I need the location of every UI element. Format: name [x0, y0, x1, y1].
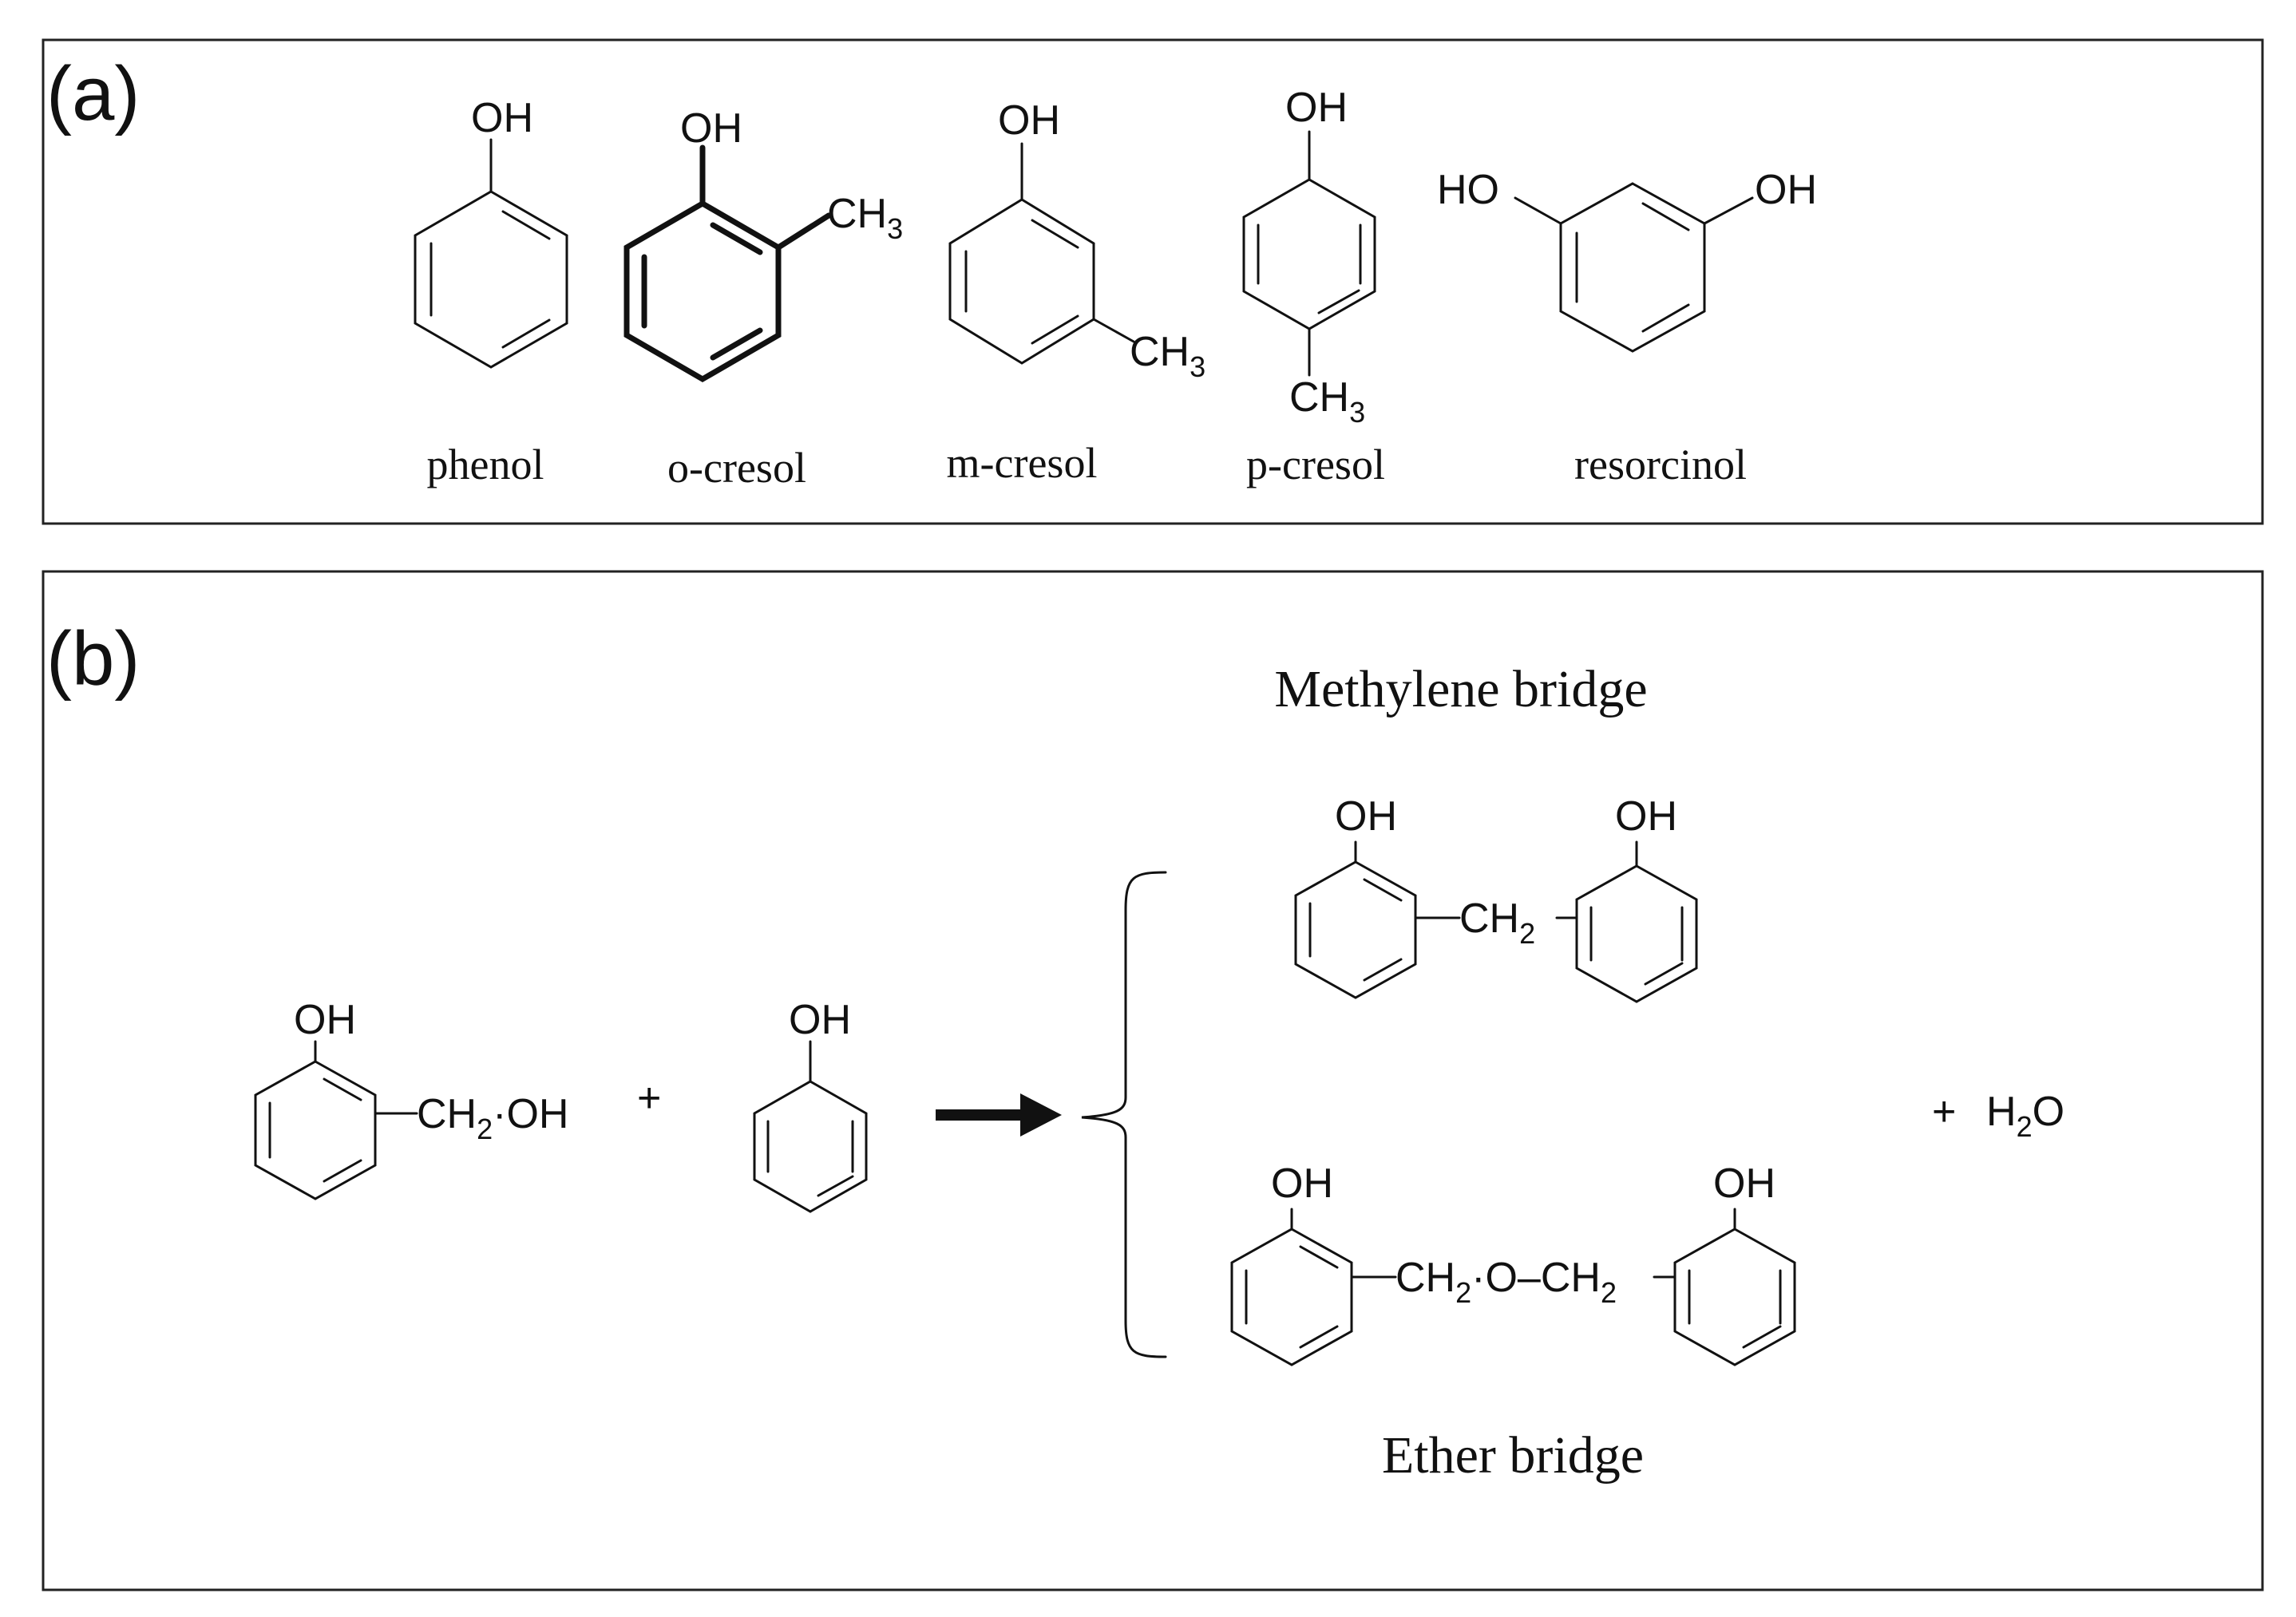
phenol-name: phenol: [427, 441, 544, 488]
panel-a-label: (a): [46, 51, 140, 136]
product-bracket: [1081, 871, 1167, 1358]
o-cresol-structure: OH CH3: [623, 105, 903, 383]
m-cresol-hydroxyl: OH: [998, 97, 1060, 144]
phenol-ring: [414, 190, 568, 369]
panel-b-label: (b): [46, 616, 140, 702]
ether-bridge-group: CH2·O–CH2: [1395, 1255, 1617, 1309]
water-byproduct: H2O: [1986, 1089, 2064, 1143]
m-cresol-methyl: CH3: [1130, 329, 1205, 383]
p-cresol-name: p-cresol: [1246, 441, 1385, 488]
o-cresol-name: o-cresol: [667, 444, 806, 492]
panel-b-frame: [42, 570, 2264, 1591]
ether-left-hydroxyl: OH: [1271, 1160, 1333, 1207]
methylene-bridge-structure: OH CH2 OH: [1294, 793, 1698, 1003]
m-cresol-structure: OH CH3: [948, 97, 1205, 383]
o-cresol-methyl: CH3: [827, 191, 903, 245]
p-cresol-methyl: CH3: [1289, 374, 1365, 429]
methylene-bridge-group: CH2: [1459, 895, 1535, 950]
methylene-right-hydroxyl: OH: [1615, 793, 1677, 840]
methylene-right-ring: [1575, 864, 1698, 1003]
ether-bridge-structure: OH CH2·O–CH2 OH: [1230, 1160, 1796, 1366]
plus-sign-2: +: [1932, 1089, 1956, 1135]
resorcinol-structure: HO OH: [1437, 167, 1817, 353]
methylene-bridge-title: Methylene bridge: [1274, 660, 1647, 718]
ether-right-ring: [1673, 1228, 1796, 1366]
phenol-structure: OH: [414, 95, 568, 369]
resorcinol-hydroxyl-right: OH: [1755, 167, 1817, 213]
reactant-2-structure: OH: [753, 997, 868, 1213]
reactant-2-ring: [753, 1080, 868, 1213]
reactant-1-hydroxyl: OH: [294, 997, 356, 1043]
ether-bridge-title: Ether bridge: [1382, 1426, 1644, 1485]
reactant-2-hydroxyl: OH: [789, 997, 851, 1043]
methylene-left-hydroxyl: OH: [1335, 793, 1397, 840]
methylene-left-ring: [1294, 860, 1417, 999]
plus-sign-1: +: [637, 1075, 661, 1121]
panel-a-frame: [42, 38, 2264, 525]
ether-left-ring: [1230, 1228, 1353, 1366]
reactant-1-hydroxymethyl: CH2·OH: [417, 1091, 568, 1145]
resorcinol-name: resorcinol: [1574, 441, 1747, 488]
m-cresol-name: m-cresol: [947, 439, 1098, 487]
reactant-1-structure: OH CH2·OH: [254, 997, 568, 1200]
p-cresol-structure: OH CH3: [1242, 85, 1376, 429]
phenol-hydroxyl: OH: [471, 95, 533, 141]
m-cresol-ring: [948, 198, 1095, 365]
o-cresol-hydroxyl: OH: [680, 105, 742, 152]
reaction-arrow: [936, 1093, 1062, 1137]
ether-right-hydroxyl: OH: [1713, 1160, 1775, 1207]
resorcinol-hydroxyl-left: HO: [1437, 167, 1499, 213]
reactant-1-ring: [254, 1060, 377, 1200]
p-cresol-hydroxyl: OH: [1285, 85, 1348, 131]
